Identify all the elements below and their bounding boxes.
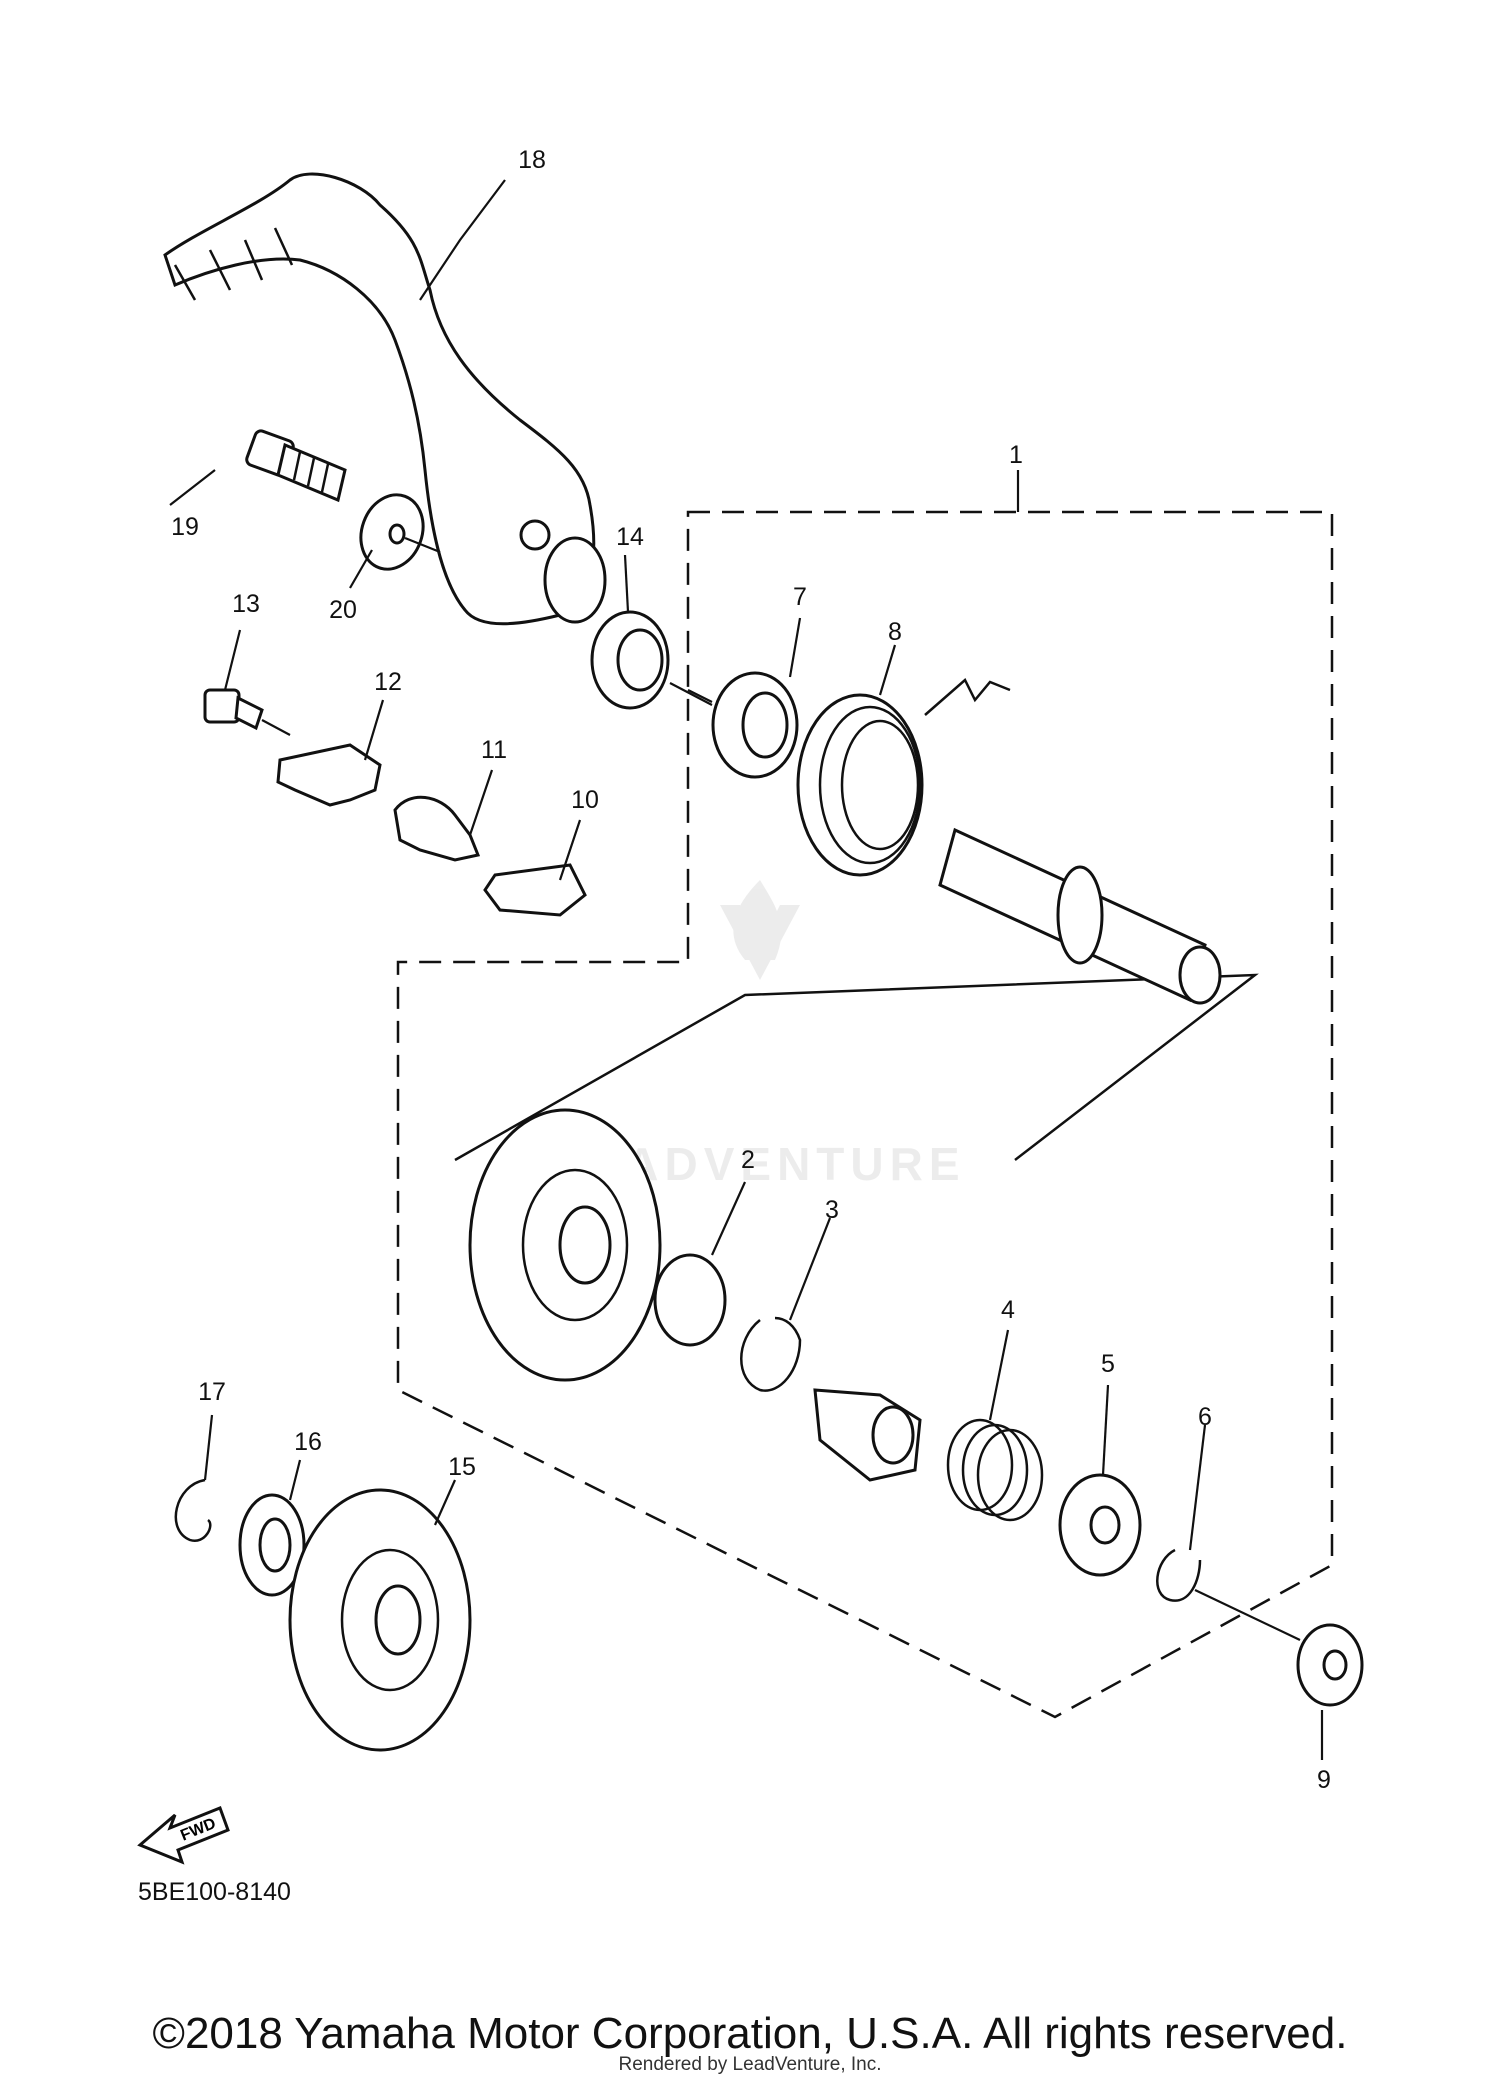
callout-5: 5 bbox=[1101, 1350, 1115, 1378]
circlip-3[interactable] bbox=[740, 1316, 802, 1392]
callout-2: 2 bbox=[741, 1146, 755, 1174]
callout-19: 19 bbox=[171, 513, 199, 541]
callout-7: 7 bbox=[793, 583, 807, 611]
plate-bolt[interactable] bbox=[203, 688, 264, 731]
callout-17: 17 bbox=[198, 1378, 226, 1406]
crank-bolt[interactable] bbox=[245, 429, 347, 503]
kick-crank-lever[interactable] bbox=[163, 172, 607, 626]
copyright-notice: ©2018 Yamaha Motor Corporation, U.S.A. A… bbox=[152, 2009, 1348, 2058]
circlip-6[interactable] bbox=[1156, 1548, 1202, 1602]
kick-guide[interactable] bbox=[393, 795, 481, 862]
callout-14: 14 bbox=[616, 523, 644, 551]
callout-16: 16 bbox=[294, 1428, 322, 1456]
callout-15: 15 bbox=[448, 1453, 476, 1481]
part-callouts: 1 2 3 4 5 6 7 8 9 10 11 12 13 14 15 16 1… bbox=[171, 146, 1331, 1794]
oil-seal[interactable] bbox=[590, 610, 670, 710]
callout-9: 9 bbox=[1317, 1766, 1331, 1794]
idle-gear[interactable] bbox=[288, 1488, 472, 1752]
washer-9[interactable] bbox=[1296, 1623, 1364, 1707]
diagram-code: 5BE100-8140 bbox=[138, 1878, 291, 1906]
kick-shaft[interactable] bbox=[938, 827, 1222, 1005]
spring-cover[interactable] bbox=[711, 671, 799, 779]
washer-16[interactable] bbox=[238, 1493, 306, 1597]
assembly-boundary bbox=[396, 510, 1334, 1719]
ratchet[interactable] bbox=[813, 1388, 922, 1482]
torsion-spring[interactable] bbox=[796, 677, 1011, 877]
callout-6: 6 bbox=[1198, 1403, 1212, 1431]
washer-5[interactable] bbox=[1058, 1473, 1142, 1577]
compression-spring[interactable] bbox=[946, 1418, 1044, 1522]
callout-4: 4 bbox=[1001, 1296, 1015, 1324]
callout-13: 13 bbox=[232, 590, 260, 618]
circlip-17[interactable] bbox=[174, 1478, 212, 1543]
kick-clip[interactable] bbox=[483, 863, 587, 917]
kick-gear[interactable] bbox=[468, 1108, 662, 1382]
callout-3: 3 bbox=[825, 1196, 839, 1224]
ring-2[interactable] bbox=[653, 1253, 727, 1347]
leader-lines bbox=[169, 179, 1324, 1760]
callout-18: 18 bbox=[518, 146, 546, 174]
callout-11: 11 bbox=[481, 736, 507, 764]
fwd-arrow-icon: FWD bbox=[137, 1806, 230, 1865]
callout-8: 8 bbox=[888, 618, 902, 646]
callout-12: 12 bbox=[374, 668, 402, 696]
stopper-plate[interactable] bbox=[276, 743, 382, 807]
rendered-by-notice: Rendered by LeadVenture, Inc. bbox=[618, 2054, 882, 2075]
callout-1: 1 bbox=[1009, 441, 1023, 469]
callout-10: 10 bbox=[571, 786, 599, 814]
washer-20[interactable] bbox=[351, 486, 433, 578]
callout-20: 20 bbox=[329, 596, 357, 624]
